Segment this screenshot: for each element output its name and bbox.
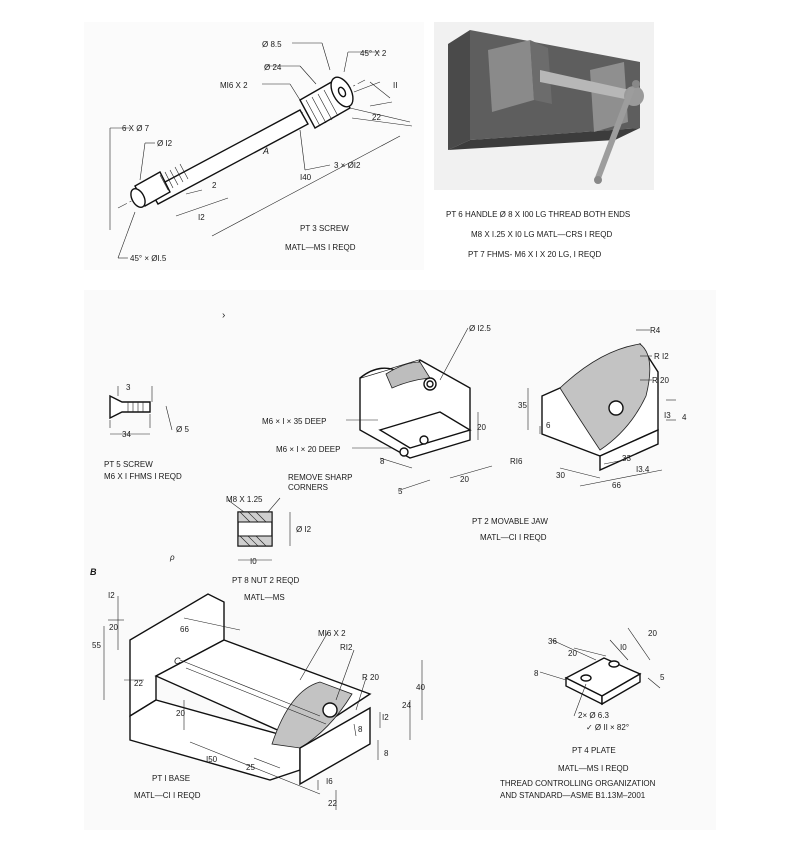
handle-note: PT 6 HANDLE Ø 8 X I00 LG THREAD BOTH END… (446, 210, 630, 219)
screw-three-holes: 3 × ØI2 (334, 161, 361, 170)
jaw2-drawing: R4 R I2 R 20 35 6 I3 4 33 RI6 30 I3.4 66 (510, 326, 687, 490)
standard-note-2: AND STANDARD—ASME B1.13M–2001 (500, 791, 646, 800)
screw5-drawing: 3 34 Ø 5 PT 5 SCREW M6 X I FHMS I REQD (104, 383, 189, 481)
plate-dim-5: 5 (660, 673, 665, 682)
plate-drawing: 36 20 I0 20 8 5 2× Ø 6.3 ✓ Ø II × 82° PT… (500, 627, 665, 800)
screw-dim-11: II (393, 81, 397, 90)
jaw2-r12: R I2 (654, 352, 669, 361)
screw-dim-140: I40 (300, 173, 312, 182)
base-material: MATL—CI I REQD (134, 791, 201, 800)
plate-dim-10: I0 (620, 643, 627, 652)
jaw2-r4: R4 (650, 326, 661, 335)
corners-note: CORNERS (288, 483, 328, 492)
base-dim-12-b: I2 (382, 713, 389, 722)
base-dim-20-b: 20 (176, 709, 185, 718)
screw5-dia-5: Ø 5 (176, 425, 189, 434)
jaw-dim-5: 5 (398, 487, 403, 496)
nut-material: MATL—MS (244, 593, 285, 602)
screw-chamfer-top: 45° X 2 (360, 49, 387, 58)
base-thread-m16: MI6 X 2 (318, 629, 346, 638)
base-label-b: B (90, 567, 97, 577)
screw-dim-2: 2 (212, 181, 217, 190)
screw-title: PT 3 SCREW (300, 224, 349, 233)
base-r20: R 20 (362, 673, 379, 682)
screw-label-a: A (262, 146, 269, 156)
base-title: PT I BASE (152, 774, 190, 783)
base-dim-20: 20 (109, 623, 118, 632)
fhms-note: PT 7 FHMS- M6 X I X 20 LG, I REQD (468, 250, 601, 259)
base-dim-66: 66 (180, 625, 189, 634)
plate-material: MATL—MS I REQD (558, 764, 629, 773)
stray-p: ρ (169, 553, 175, 562)
jaw-title: PT 2 MOVABLE JAW (472, 517, 548, 526)
plate-holes: 2× Ø 6.3 (578, 711, 609, 720)
screw-six-holes: 6 X Ø 7 (122, 124, 150, 133)
jaw2-dim-6: 6 (546, 421, 551, 430)
jaw-dim-20-b: 20 (460, 475, 469, 484)
base-dim-12: I2 (108, 591, 115, 600)
jaw-dia-12-5: Ø I2.5 (469, 324, 491, 333)
base-dim-22-b: 22 (328, 799, 337, 808)
screw-dia-8-5: Ø 8.5 (262, 40, 282, 49)
handle-thread-note: M8 X I.25 X I0 LG MATL—CRS I REQD (471, 230, 612, 239)
jaw2-dim-33: 33 (622, 454, 631, 463)
screw-dia-12: Ø I2 (157, 139, 173, 148)
remove-sharp-note: REMOVE SHARP (288, 473, 352, 482)
jaw2-dim-4: 4 (682, 413, 687, 422)
jaw-dim-20-a: 20 (477, 423, 486, 432)
plate-dim-36: 36 (548, 637, 557, 646)
plate-title: PT 4 PLATE (572, 746, 616, 755)
jaw-material: MATL—CI I REQD (480, 533, 547, 542)
jaw2-r16: RI6 (510, 457, 523, 466)
screw5-title: PT 5 SCREW (104, 460, 153, 469)
jaw2-dim-13-4: I3.4 (636, 465, 650, 474)
screw-dia-24: Ø 24 (264, 63, 282, 72)
nut-drawing: M8 X 1.25 Ø I2 I0 PT 8 NUT 2 REQD MATL—M… (226, 495, 312, 602)
base-dim-8-a: 8 (358, 725, 363, 734)
nut-dim-10: I0 (250, 557, 257, 566)
screw5-material: M6 X I FHMS I REQD (104, 472, 182, 481)
nut-thread: M8 X 1.25 (226, 495, 263, 504)
jaw2-dim-35: 35 (518, 401, 527, 410)
plate-dim-20-b: 20 (648, 629, 657, 638)
nut-dia-12: Ø I2 (296, 525, 312, 534)
plate-dim-8: 8 (534, 669, 539, 678)
screw-chamfer-bottom: 45° × ØI.5 (130, 254, 167, 263)
screw5-dim-34: 34 (122, 430, 131, 439)
jaw2-r20: R 20 (652, 376, 669, 385)
base-dim-25: 25 (246, 763, 255, 772)
jaw-thread-20: M6 × I × 20 DEEP (276, 445, 340, 454)
screw-thread-m16: MI6 X 2 (220, 81, 248, 90)
base-r12: RI2 (340, 643, 353, 652)
vise-render (434, 22, 654, 190)
nut-title: PT 8 NUT 2 REQD (232, 576, 300, 585)
screw-drawing: Ø 8.5 45° X 2 Ø 24 MI6 X 2 II 22 6 X Ø 7… (109, 40, 413, 263)
base-dim-55: 55 (92, 641, 101, 650)
jaw-thread-35: M6 × I × 35 DEEP (262, 417, 326, 426)
base-label-c: C (174, 656, 181, 666)
screw-dim-12: I2 (198, 213, 205, 222)
screw5-dim-3: 3 (126, 383, 131, 392)
screw-dim-22: 22 (372, 113, 381, 122)
base-dim-8-b: 8 (384, 749, 389, 758)
jaw2-dim-30: 30 (556, 471, 565, 480)
jaw-drawing: Ø I2.5 M6 × I × 35 DEEP M6 × I × 20 DEEP… (262, 324, 548, 542)
base-dim-16: I6 (326, 777, 333, 786)
jaw-dim-8: 8 (380, 457, 385, 466)
stray-mark: › (222, 310, 225, 321)
base-dim-24: 24 (402, 701, 411, 710)
screw-material: MATL—MS I REQD (285, 243, 356, 252)
base-dim-40: 40 (416, 683, 425, 692)
jaw2-dim-66: 66 (612, 481, 621, 490)
plate-dim-20: 20 (568, 649, 577, 658)
base-dim-22: 22 (134, 679, 143, 688)
base-dim-150: I50 (206, 755, 218, 764)
base-drawing: B C I2 20 55 66 22 20 I50 25 I6 22 MI6 X… (90, 567, 425, 810)
jaw2-dim-13: I3 (664, 411, 671, 420)
standard-note-1: THREAD CONTROLLING ORGANIZATION (500, 779, 656, 788)
plate-countersink: ✓ Ø II × 82° (586, 723, 629, 732)
